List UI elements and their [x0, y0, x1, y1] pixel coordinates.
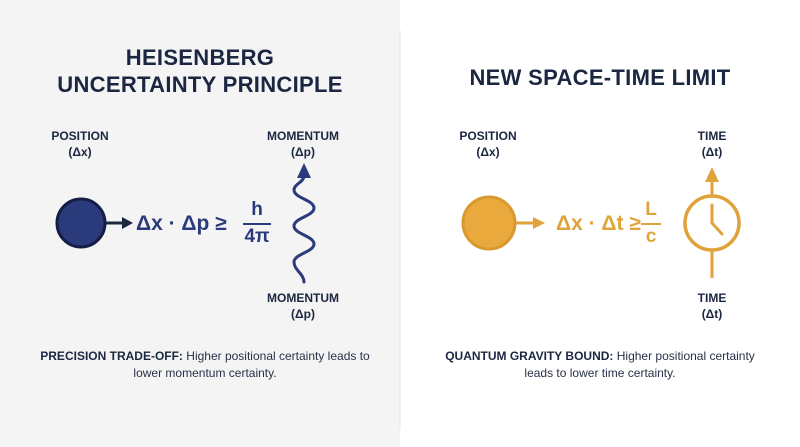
left-caption-text: Higher positional certainty leads to low…: [133, 349, 370, 380]
space-time-numerator: L: [645, 199, 657, 220]
position-text: POSITION: [459, 129, 517, 143]
particle-circle-icon: [55, 197, 107, 249]
time-symbol: (Δt): [701, 145, 723, 159]
space-time-equation: Δx · Δt ≥: [556, 212, 641, 235]
right-caption: QUANTUM GRAVITY BOUND: Higher positional…: [430, 348, 770, 382]
arrow-head-icon: [533, 217, 545, 229]
time-text: TIME: [697, 129, 727, 143]
momentum-top-label: MOMENTUM (Δp): [253, 128, 353, 160]
space-time-fraction-bar: [641, 223, 661, 225]
left-caption-bold: PRECISION TRADE-OFF:: [40, 349, 183, 363]
momentum-text: MOMENTUM: [267, 129, 339, 143]
right-title: NEW SPACE-TIME LIMIT: [469, 65, 731, 90]
time-text: TIME: [697, 291, 727, 305]
arrow-head-icon: [122, 217, 133, 229]
heisenberg-equation: Δx · Δp ≥: [136, 212, 227, 235]
momentum-symbol: (Δp): [291, 307, 315, 321]
time-symbol: (Δt): [701, 307, 723, 321]
momentum-symbol: (Δp): [291, 145, 315, 159]
position-symbol: (Δx): [68, 145, 92, 159]
position-symbol: (Δx): [476, 145, 500, 159]
heisenberg-numerator: h: [251, 199, 263, 220]
particle-circle-icon: [461, 195, 517, 251]
right-position-label: POSITION (Δx): [448, 128, 528, 160]
left-caption: PRECISION TRADE-OFF: Higher positional c…: [40, 348, 370, 382]
clock-icon: [683, 167, 741, 278]
right-caption-text: Higher positional certainty leads to low…: [524, 349, 755, 380]
time-bottom-label: TIME (Δt): [672, 290, 752, 322]
left-title-line1: HEISENBERG: [125, 45, 275, 70]
left-title: HEISENBERG UNCERTAINTY PRINCIPLE: [0, 44, 400, 98]
space-time-denominator: c: [645, 226, 657, 247]
position-text: POSITION: [51, 129, 109, 143]
wave-icon: [292, 163, 316, 284]
right-caption-bold: QUANTUM GRAVITY BOUND:: [445, 349, 614, 363]
left-title-line2: UNCERTAINTY PRINCIPLE: [57, 72, 343, 97]
left-position-label: POSITION (Δx): [40, 128, 120, 160]
heisenberg-denominator: 4π: [244, 226, 270, 247]
heisenberg-fraction-bar: [243, 223, 271, 225]
momentum-bottom-label: MOMENTUM (Δp): [253, 290, 353, 322]
momentum-text: MOMENTUM: [267, 291, 339, 305]
time-top-label: TIME (Δt): [672, 128, 752, 160]
